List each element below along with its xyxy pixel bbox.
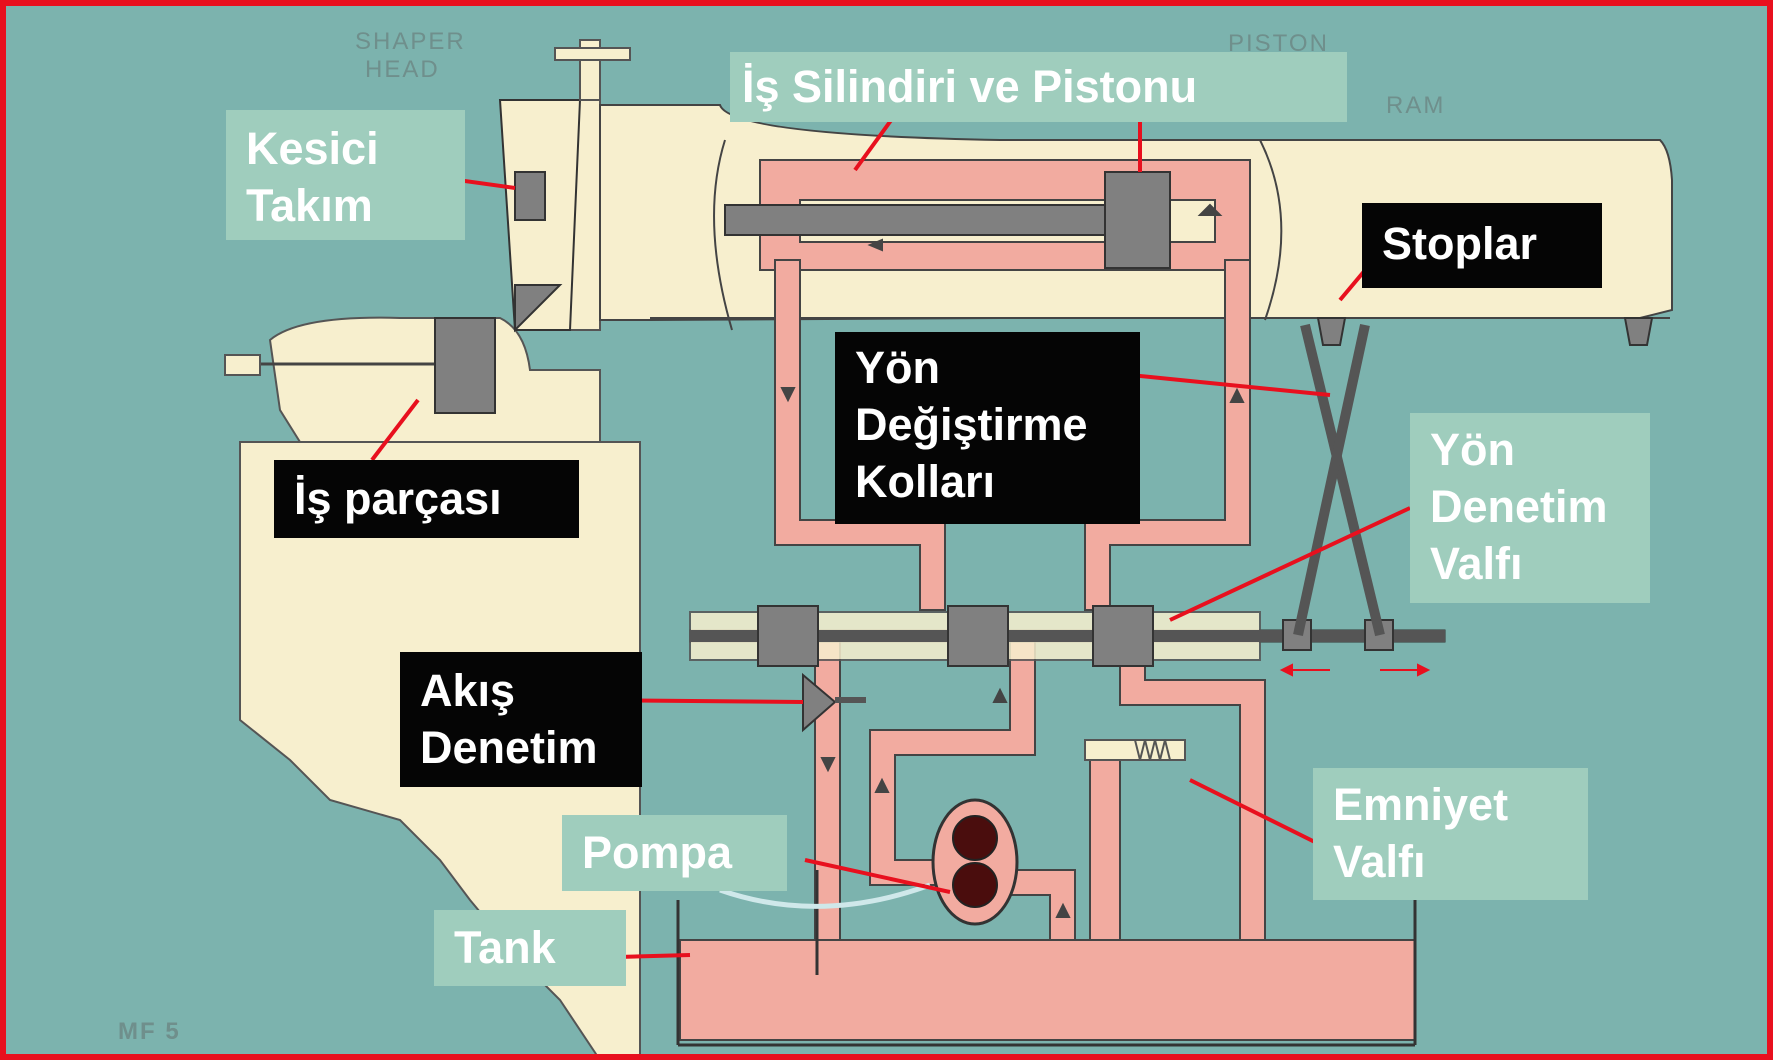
- reversing-lever-2: [1293, 323, 1370, 637]
- label-cutter-line1: Kesici: [246, 123, 379, 174]
- label-stops-text: Stoplar: [1382, 218, 1538, 269]
- label-pump: Pompa: [562, 815, 787, 891]
- leader-safety: [1189, 778, 1336, 854]
- safety-valve-spring: [1134, 739, 1171, 761]
- flow-arrow-discharge-up: [1055, 902, 1071, 918]
- valve-spool-rod-front: [690, 630, 1445, 642]
- label-workpiece-text: İş parçası: [294, 473, 502, 524]
- flow-arrow-right-up: [1229, 387, 1245, 403]
- move-arrow-right-head: [1417, 663, 1431, 677]
- flow-arrow-cyl-left: [867, 238, 883, 252]
- flow-arrow-feed-down: [820, 757, 836, 773]
- movement-arrows: [1279, 663, 1431, 677]
- valve-land-right: [1092, 605, 1154, 667]
- label-safety-line1: Emniyet: [1333, 779, 1509, 830]
- flow-control-valve: [802, 672, 837, 733]
- valve-collar-left: [1282, 619, 1312, 651]
- valve-land-center: [947, 605, 1009, 667]
- cutter-tool: [514, 171, 546, 221]
- flow-arrow-center-up: [992, 687, 1008, 703]
- label-levers-line2: Değiştirme: [855, 399, 1088, 450]
- bg-shaper-head-line2: HEAD: [365, 56, 440, 83]
- leader-workpiece: [370, 398, 420, 462]
- label-pump-text: Pompa: [582, 827, 733, 878]
- gear-pump: [931, 798, 1019, 926]
- label-cylinder: İş Silindiri ve Pistonu: [730, 52, 1347, 122]
- tool-post-handle: [554, 47, 631, 61]
- label-levers-line3: Kolları: [855, 456, 996, 507]
- label-flow-control: Akış Denetim: [400, 652, 642, 787]
- leader-pump: [804, 858, 951, 894]
- label-cylinder-text: İş Silindiri ve Pistonu: [742, 61, 1198, 112]
- label-stops: Stoplar: [1362, 203, 1602, 288]
- flow-arrow-cyl-top: [1197, 203, 1223, 216]
- piston: [1104, 171, 1171, 269]
- oil-surface: [719, 882, 931, 909]
- cutter-tip: [514, 284, 563, 333]
- flow-arrow-left-down: [780, 387, 796, 403]
- label-workpiece: İş parçası: [274, 460, 579, 538]
- label-tank-text: Tank: [454, 922, 556, 973]
- label-dir-valve-line2: Denetim: [1430, 481, 1608, 532]
- leader-dir-valve: [1169, 506, 1411, 622]
- label-safety-valve: Emniyet Valfı: [1313, 768, 1588, 900]
- stop-left: [1316, 317, 1347, 346]
- pump-gear-top: [952, 815, 998, 861]
- bg-ram: RAM: [1386, 92, 1446, 119]
- label-levers: Yön Değiştirme Kolları: [835, 332, 1140, 524]
- label-dir-valve: Yön Denetim Valfı: [1410, 413, 1650, 603]
- vise-handle: [224, 354, 261, 376]
- tank-body: [679, 939, 1416, 1041]
- piston-rod: [724, 204, 1106, 236]
- label-cutter-line2: Takım: [246, 180, 373, 231]
- label-levers-line1: Yön: [855, 342, 940, 393]
- ram-top-arc: [713, 139, 733, 331]
- flow-arrows: [780, 203, 1245, 918]
- move-arrow-left-head: [1279, 663, 1293, 677]
- label-flow-line1: Akış: [420, 665, 516, 716]
- reversing-lever-1: [1300, 323, 1385, 637]
- flow-arrow-pump-up: [874, 777, 890, 793]
- valve-land-left: [757, 605, 819, 667]
- label-tank: Tank: [434, 910, 626, 986]
- stop-right: [1623, 317, 1654, 346]
- label-cutter: Kesici Takım: [226, 110, 465, 240]
- label-safety-line2: Valfı: [1333, 836, 1426, 887]
- ram-right-arc: [1259, 139, 1283, 321]
- bg-shaper-head-line1: SHAPER: [355, 28, 466, 55]
- pump-gear-bottom: [952, 862, 998, 908]
- label-flow-line2: Denetim: [420, 722, 598, 773]
- workpiece: [434, 317, 496, 414]
- label-dir-valve-line3: Valfı: [1430, 538, 1523, 589]
- bg-figure-code: MF 5: [118, 1018, 181, 1045]
- label-dir-valve-line1: Yön: [1430, 424, 1515, 475]
